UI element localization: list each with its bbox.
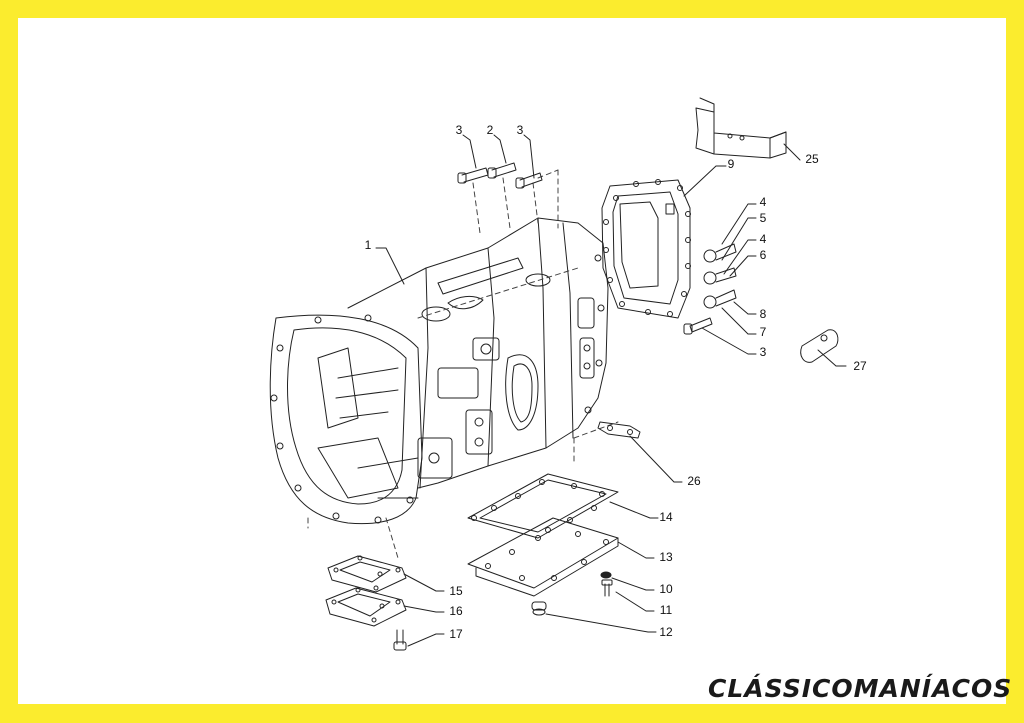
callout-7: 7 bbox=[759, 325, 767, 339]
plate-26 bbox=[597, 421, 641, 439]
cover-plate-15 bbox=[327, 555, 407, 593]
callout-9: 9 bbox=[727, 157, 735, 171]
callout-1: 1 bbox=[364, 238, 372, 252]
bolt-2 bbox=[487, 162, 517, 179]
callout-4-b: 4 bbox=[759, 232, 767, 246]
drain-plug-12 bbox=[531, 601, 547, 616]
callout-11: 11 bbox=[659, 603, 673, 617]
callout-4-a: 4 bbox=[759, 195, 767, 209]
brand-watermark: CLÁSSICOMANÍACOS bbox=[708, 674, 1013, 703]
side-gasket-9 bbox=[601, 179, 691, 319]
bolt-17 bbox=[393, 629, 407, 651]
exploded-parts-diagram bbox=[269, 97, 847, 651]
washer-10 bbox=[600, 571, 612, 579]
callout-3-b: 3 bbox=[516, 123, 524, 137]
callout-17: 17 bbox=[449, 627, 463, 641]
transmission-housing bbox=[269, 217, 609, 525]
bracket-25 bbox=[695, 97, 787, 159]
callout-15: 15 bbox=[449, 584, 463, 598]
cover-gasket-16 bbox=[325, 587, 407, 627]
callout-27: 27 bbox=[853, 359, 867, 373]
bolt-3-right bbox=[515, 172, 543, 189]
callout-26: 26 bbox=[687, 474, 701, 488]
bolts-right-group bbox=[683, 243, 737, 335]
diagram-frame: 1 2 3 3 3 4 4 5 6 7 8 9 10 11 12 13 14 1… bbox=[18, 18, 1011, 704]
bottom-cover-13 bbox=[467, 517, 619, 597]
callout-8: 8 bbox=[759, 307, 767, 321]
callout-6: 6 bbox=[759, 248, 767, 262]
leader-lines bbox=[375, 134, 847, 647]
callout-14: 14 bbox=[659, 510, 673, 524]
screw-11 bbox=[601, 579, 613, 597]
alignment-lines bbox=[307, 169, 619, 559]
callout-25: 25 bbox=[805, 152, 819, 166]
bottom-gasket-14 bbox=[467, 473, 619, 539]
callout-5: 5 bbox=[759, 211, 767, 225]
callout-16: 16 bbox=[449, 604, 463, 618]
callout-2: 2 bbox=[486, 123, 494, 137]
callout-10: 10 bbox=[659, 582, 673, 596]
callout-13: 13 bbox=[659, 550, 673, 564]
callout-3-c: 3 bbox=[759, 345, 767, 359]
callout-12: 12 bbox=[659, 625, 673, 639]
plate-27 bbox=[800, 329, 839, 363]
callout-3-a: 3 bbox=[455, 123, 463, 137]
bolt-3-left bbox=[457, 167, 489, 184]
